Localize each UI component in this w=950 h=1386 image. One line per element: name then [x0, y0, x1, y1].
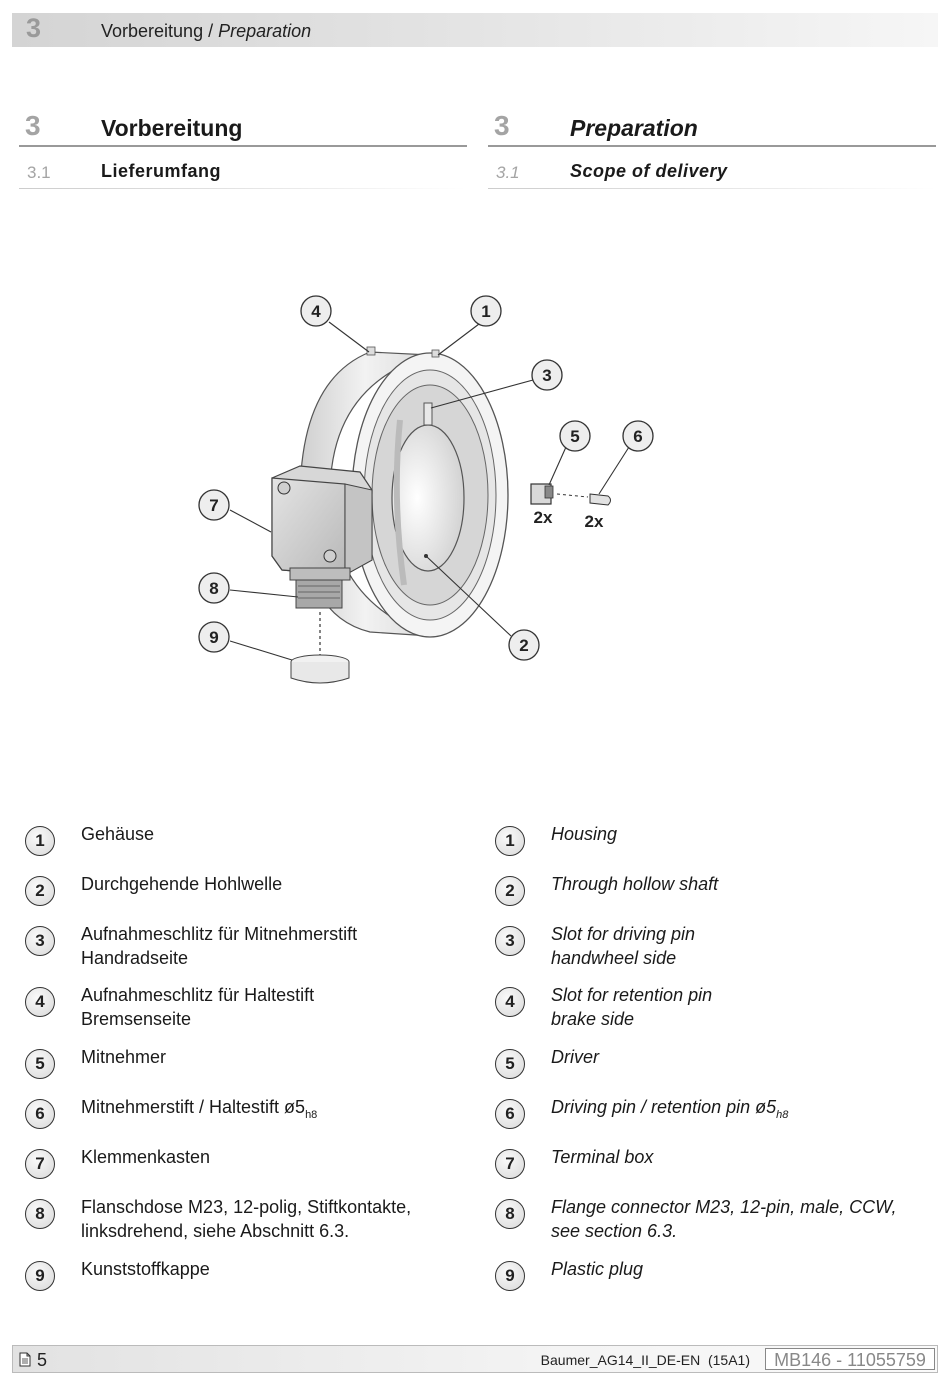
- flange-connector: [289, 567, 351, 655]
- plastic-plug: [290, 654, 350, 684]
- header-title-de: Vorbereitung: [101, 21, 204, 41]
- encoder-illustration: 2x 2x 4 1 3 5 6 7 8 9 2: [198, 295, 654, 684]
- chapter-title-de: Vorbereitung: [101, 115, 243, 141]
- item-label: Through hollow shaft: [551, 874, 719, 894]
- item-number-badge: 8: [495, 1199, 525, 1229]
- qty-label-driver: 2x: [534, 508, 553, 527]
- item-label: Flanschdose M23, 12-polig, Stiftkontakte…: [81, 1197, 412, 1241]
- header-title: Vorbereitung / Preparation: [101, 21, 311, 42]
- item-label: Housing: [551, 824, 618, 844]
- item-number-badge: 7: [495, 1149, 525, 1179]
- header-chapter-number: 3: [26, 13, 42, 43]
- item-label: Driving pin / retention pin ø5h8: [551, 1097, 789, 1121]
- chapter-number-de: 3: [25, 110, 41, 141]
- item-number-badge: 2: [25, 876, 55, 906]
- item-label: Driver: [551, 1047, 599, 1067]
- item-label: Terminal box: [551, 1147, 654, 1167]
- item-number-badge: 5: [25, 1049, 55, 1079]
- svg-text:2: 2: [519, 636, 528, 655]
- qty-label-pin: 2x: [585, 512, 604, 531]
- section-title-en: Scope of delivery: [570, 161, 728, 181]
- section-title-de: Lieferumfang: [101, 161, 222, 181]
- terminal-box: [271, 465, 373, 576]
- item-label: Mitnehmerstift / Haltestift ø5h8: [81, 1097, 318, 1121]
- callout-8: 8: [198, 572, 230, 604]
- callout-2: 2: [508, 629, 540, 661]
- callout-1: 1: [470, 295, 502, 327]
- svg-text:1: 1: [481, 302, 490, 321]
- callout-3: 3: [531, 359, 563, 391]
- svg-text:9: 9: [209, 628, 218, 647]
- item-number-badge: 2: [495, 876, 525, 906]
- item-number-badge: 1: [25, 826, 55, 856]
- item-number-badge: 9: [495, 1261, 525, 1291]
- item-number-badge: 5: [495, 1049, 525, 1079]
- header-separator: /: [203, 21, 219, 41]
- item-number-badge: 7: [25, 1149, 55, 1179]
- chapter-rule-de: [19, 145, 467, 147]
- callout-7: 7: [198, 489, 230, 521]
- item-number-badge: 3: [25, 926, 55, 956]
- housing: [299, 346, 509, 638]
- item-number-badge: 6: [25, 1099, 55, 1129]
- item-label: Flange connector M23, 12-pin, male, CCW,…: [551, 1197, 897, 1241]
- item-number-badge: 8: [25, 1199, 55, 1229]
- driver: [530, 483, 554, 505]
- callout-5: 5: [559, 420, 591, 452]
- page-number: 5: [37, 1350, 48, 1370]
- svg-text:6: 6: [633, 427, 642, 446]
- callout-9: 9: [198, 621, 230, 653]
- item-number-badge: 3: [495, 926, 525, 956]
- svg-text:7: 7: [209, 496, 218, 515]
- section-number-de: 3.1: [27, 163, 51, 182]
- section-rule-de: [19, 188, 467, 189]
- item-number-badge: 4: [25, 987, 55, 1017]
- callout-4: 4: [300, 295, 332, 327]
- section-number-en: 3.1: [496, 163, 520, 182]
- item-number-badge: 1: [495, 826, 525, 856]
- document-name: Baumer_AG14_II_DE-EN (15A1): [540, 1352, 750, 1368]
- document-id: MB146 - 11055759: [765, 1348, 935, 1370]
- document-icon: [19, 1352, 31, 1367]
- item-label: Klemmenkasten: [81, 1147, 211, 1167]
- item-number-badge: 6: [495, 1099, 525, 1129]
- svg-text:8: 8: [209, 579, 218, 598]
- callout-6: 6: [622, 420, 654, 452]
- running-header: 3 Vorbereitung / Preparation: [12, 13, 938, 47]
- leader-lines: [229, 321, 630, 661]
- chapter-rule-en: [488, 145, 936, 147]
- chapter-number-en: 3: [494, 110, 510, 141]
- svg-text:3: 3: [542, 366, 551, 385]
- driving-pin: [556, 493, 611, 506]
- svg-text:5: 5: [570, 427, 579, 446]
- item-label: Plastic plug: [551, 1259, 644, 1279]
- item-number-badge: 9: [25, 1261, 55, 1291]
- item-label: Mitnehmer: [81, 1047, 167, 1067]
- item-number-badge: 4: [495, 987, 525, 1017]
- svg-text:4: 4: [311, 302, 321, 321]
- chapter-title-en: Preparation: [570, 115, 698, 141]
- section-rule-en: [488, 188, 936, 189]
- item-label: Durchgehende Hohlwelle: [81, 874, 283, 894]
- header-title-en: Preparation: [218, 21, 312, 41]
- item-label: Gehäuse: [81, 824, 155, 844]
- item-label: Kunststoffkappe: [81, 1259, 210, 1279]
- page-footer: 5 Baumer_AG14_II_DE-EN (15A1) MB146 - 11…: [12, 1345, 938, 1373]
